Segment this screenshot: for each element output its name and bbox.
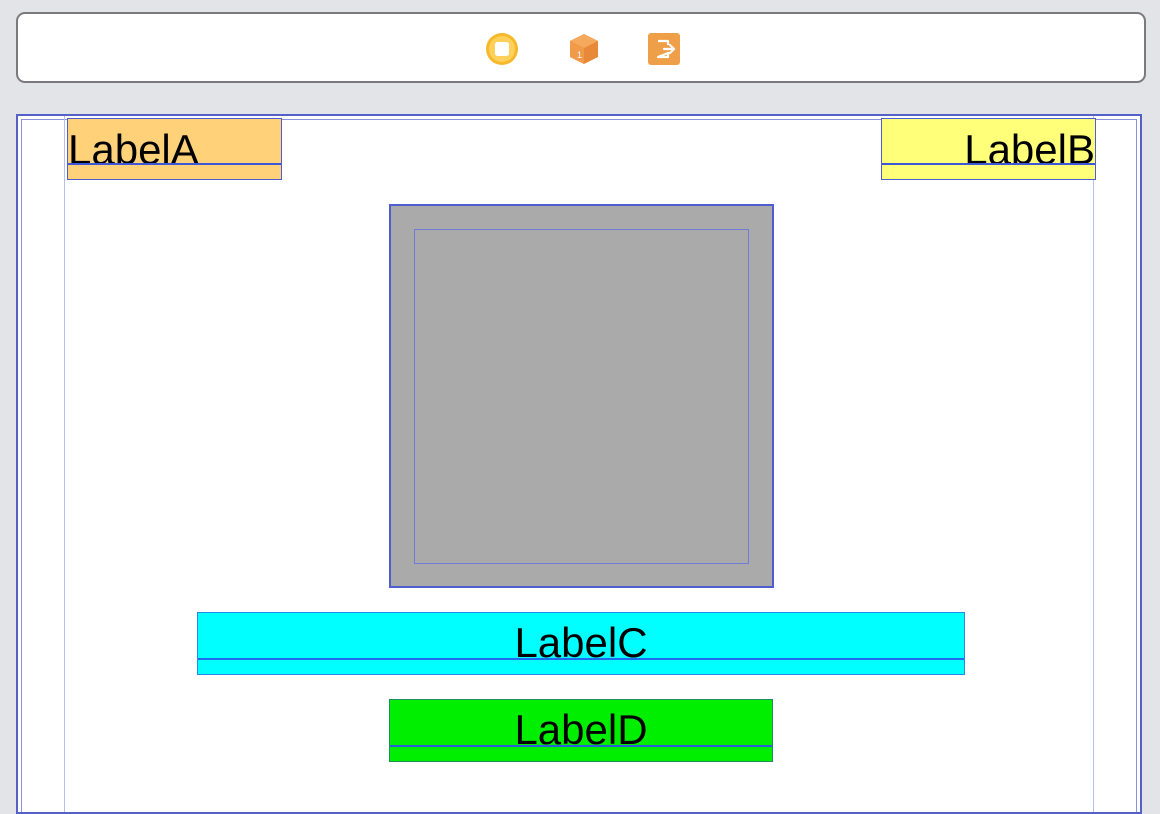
- gray-container-view[interactable]: [389, 204, 774, 588]
- label-b-baseline: [882, 163, 1095, 165]
- label-c-baseline: [198, 658, 964, 660]
- layout-margin-right-guide: [1093, 116, 1094, 812]
- first-responder-icon[interactable]: 1: [567, 32, 601, 66]
- label-d[interactable]: LabelD: [389, 699, 773, 762]
- gray-inner-view[interactable]: [414, 229, 749, 564]
- label-c-text: LabelC: [514, 619, 648, 666]
- label-a-baseline: [68, 163, 281, 165]
- view-frame: [21, 119, 1137, 812]
- label-a[interactable]: LabelA: [67, 118, 282, 180]
- label-d-baseline: [390, 745, 772, 747]
- view-controller-icon[interactable]: [485, 32, 519, 66]
- label-d-text: LabelD: [514, 706, 648, 753]
- layout-margin-left-guide: [64, 116, 65, 812]
- label-c[interactable]: LabelC: [197, 612, 965, 675]
- scene-dock: 1: [16, 12, 1146, 83]
- label-b[interactable]: LabelB: [881, 118, 1096, 180]
- exit-icon[interactable]: [647, 32, 681, 66]
- svg-text:1: 1: [577, 50, 582, 60]
